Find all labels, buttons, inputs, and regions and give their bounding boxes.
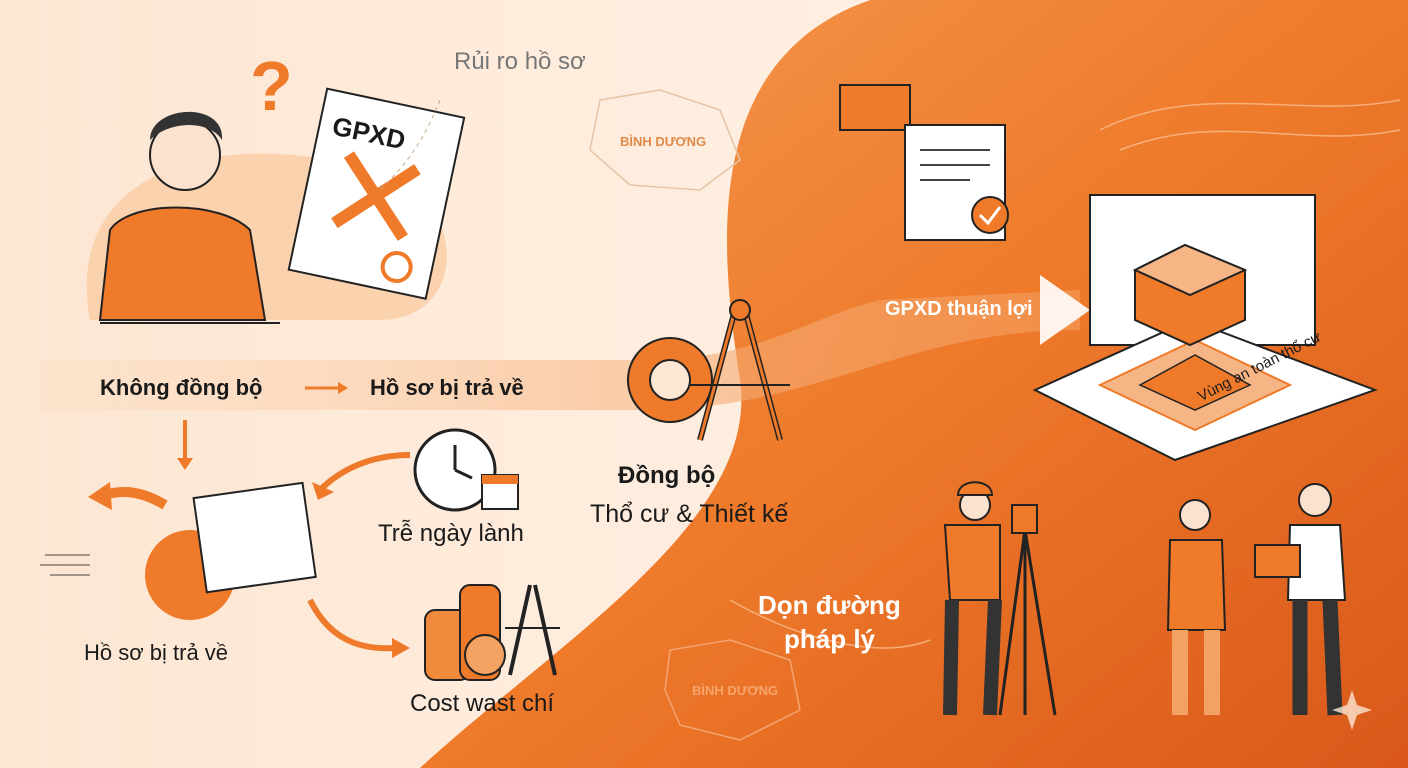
legal-label-line2: pháp lý	[784, 624, 876, 654]
center-subtitle: Thổ cư & Thiết kế	[590, 500, 789, 528]
center-title: Đồng bộ	[618, 462, 716, 489]
region-label-top: BÌNH DƯƠNG	[620, 134, 707, 149]
cost-label: Cost wast chí	[410, 690, 555, 717]
clock-calendar-icon	[413, 428, 519, 512]
engineer-man-laptop	[1254, 483, 1347, 716]
svg-text:?: ?	[250, 47, 293, 125]
flow-end-label: Hồ sơ bị trả về	[370, 375, 524, 400]
architect-woman	[1166, 499, 1227, 715]
coins-compass-icon	[424, 584, 560, 681]
flow-band	[40, 290, 1080, 410]
delay-label: Trễ ngày lành	[378, 520, 524, 547]
region-label-bottom: BÌNH DƯƠNG	[692, 683, 779, 698]
binh-duong-map-outline	[589, 89, 741, 191]
permit-smooth-label: GPXD thuận lợi	[885, 298, 1033, 320]
flow-start-label: Không đồng bộ	[100, 375, 263, 400]
signed-contract-illustration	[839, 84, 1009, 241]
binh-duong-map-outline-2	[664, 639, 801, 741]
arrow-to-plan	[1040, 275, 1090, 345]
legal-label-line1: Dọn đường	[758, 590, 901, 620]
sparkle-icon	[1332, 690, 1372, 730]
returned-documents-stack	[40, 481, 317, 620]
rejected-permit-document	[287, 87, 466, 300]
returned-docs-label: Hồ sơ bị trả về	[84, 640, 229, 665]
surveyor-person	[943, 481, 1057, 716]
gear-compass-icon	[627, 299, 790, 441]
orange-region	[420, 0, 1408, 768]
house-site-plan-illustration	[1032, 194, 1378, 462]
risk-label: Rủi ro hồ sơ	[454, 48, 586, 75]
